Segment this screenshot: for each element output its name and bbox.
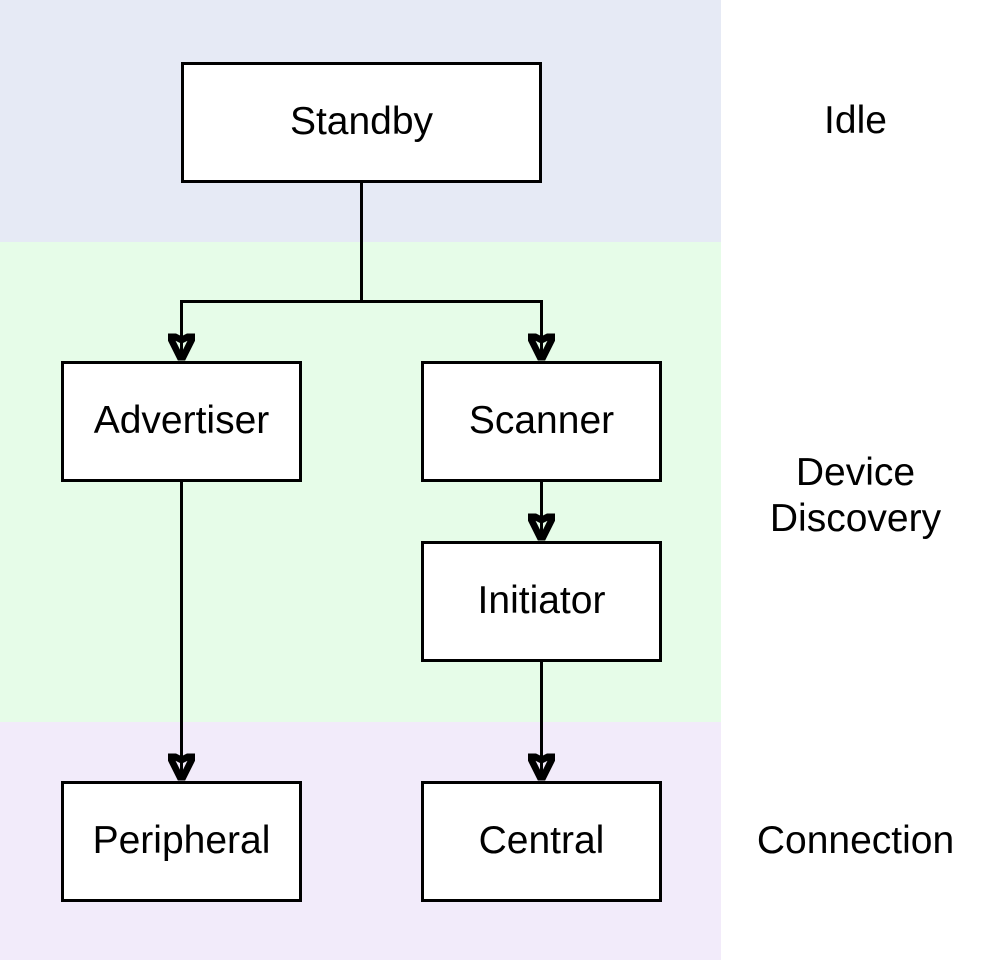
node-scanner: Scanner	[421, 361, 662, 482]
node-initiator-label: Initiator	[477, 579, 606, 623]
node-scanner-label: Scanner	[468, 399, 615, 443]
device-discovery-band-label: Device Discovery	[721, 242, 990, 722]
node-standby: Standby	[181, 62, 542, 183]
node-peripheral-label: Peripheral	[92, 819, 271, 863]
connection-band-label: Connection	[721, 722, 990, 960]
node-central: Central	[421, 781, 662, 902]
node-advertiser: Advertiser	[61, 361, 302, 482]
device-discovery-band-label-text: Device Discovery	[769, 450, 942, 540]
node-central-label: Central	[478, 819, 605, 863]
node-initiator: Initiator	[421, 541, 662, 662]
connection-band-label-text: Connection	[756, 818, 955, 862]
node-peripheral: Peripheral	[61, 781, 302, 902]
node-standby-label: Standby	[289, 100, 434, 144]
idle-band-label: Idle	[721, 0, 990, 242]
idle-band-label-text: Idle	[824, 98, 887, 142]
node-advertiser-label: Advertiser	[93, 399, 270, 443]
